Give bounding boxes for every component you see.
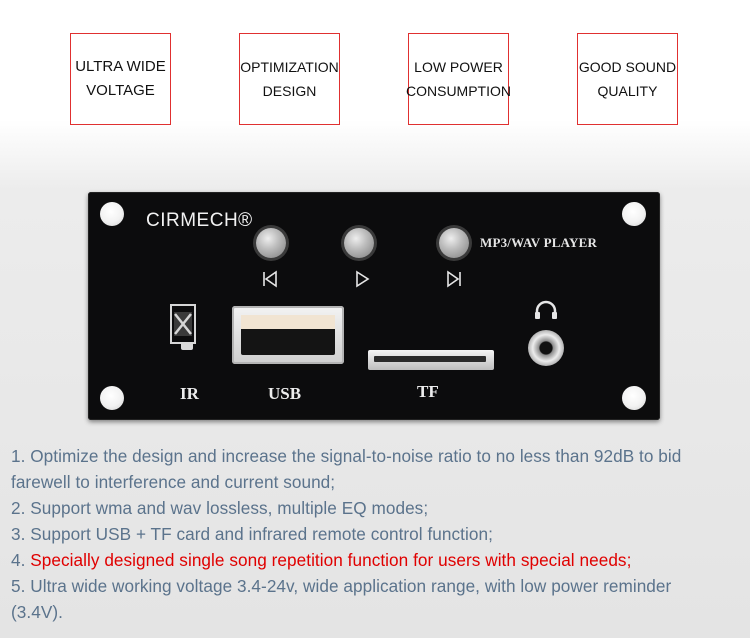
mounting-hole (100, 202, 124, 226)
description-line: 2. Support wma and wav lossless, multipl… (11, 498, 429, 518)
feature-line: GOOD SOUND (578, 59, 677, 75)
next-icon (447, 270, 461, 288)
feature-line: LOW POWER (414, 59, 503, 75)
feature-good-sound: GOOD SOUND QUALITY (577, 33, 678, 125)
tf-label: TF (417, 382, 439, 401)
usb-tongue (241, 315, 335, 329)
tf-card-slot[interactable] (368, 350, 494, 370)
description-line-highlight: 4. Specially designed single song repeti… (11, 550, 632, 570)
usb-port[interactable] (232, 306, 344, 364)
headphone-jack[interactable] (528, 330, 564, 366)
feature-line: OPTIMIZATION (240, 59, 339, 75)
previous-button[interactable] (256, 228, 286, 258)
feature-line: DESIGN (262, 83, 317, 99)
feature-ultra-wide-voltage: ULTRA WIDE VOLTAGE (70, 33, 171, 125)
feature-low-power: LOW POWER CONSUMPTION (406, 33, 511, 125)
description-line: 3. Support USB + TF card and infrared re… (11, 524, 493, 544)
ir-label: IR (180, 384, 199, 403)
mounting-hole (100, 386, 124, 410)
mounting-hole (622, 386, 646, 410)
feature-boxes: ULTRA WIDE VOLTAGE OPTIMIZATION DESIGN L… (0, 33, 750, 128)
previous-icon (263, 270, 277, 288)
play-button[interactable] (344, 228, 374, 258)
description-line: 5. Ultra wide working voltage 3.4-24v, w… (11, 576, 672, 596)
feature-description-list: 1. Optimize the design and increase the … (11, 443, 746, 625)
feature-line: CONSUMPTION (406, 83, 511, 99)
usb-label: USB (268, 384, 302, 403)
feature-line: QUALITY (597, 83, 658, 99)
description-line: 1. Optimize the design and increase the … (11, 446, 682, 466)
description-line: (3.4V). (11, 602, 63, 622)
feature-line: ULTRA WIDE (75, 58, 166, 75)
play-icon (356, 270, 370, 288)
tf-slot-opening (374, 356, 486, 362)
headphone-icon (535, 300, 557, 319)
ir-pin (181, 342, 193, 350)
model-label: MP3/WAV PLAYER (480, 235, 598, 250)
next-button[interactable] (439, 228, 469, 258)
ir-receiver (170, 304, 196, 344)
mounting-hole (622, 202, 646, 226)
mp3-player-board: CIRMECH® MP3/WAV PLAYER IR USB TF (88, 192, 660, 420)
feature-optimization-design: OPTIMIZATION DESIGN (239, 33, 340, 125)
description-line: farewell to interference and current sou… (11, 472, 336, 492)
brand-logo: CIRMECH® (146, 210, 253, 231)
feature-line: VOLTAGE (86, 82, 155, 99)
